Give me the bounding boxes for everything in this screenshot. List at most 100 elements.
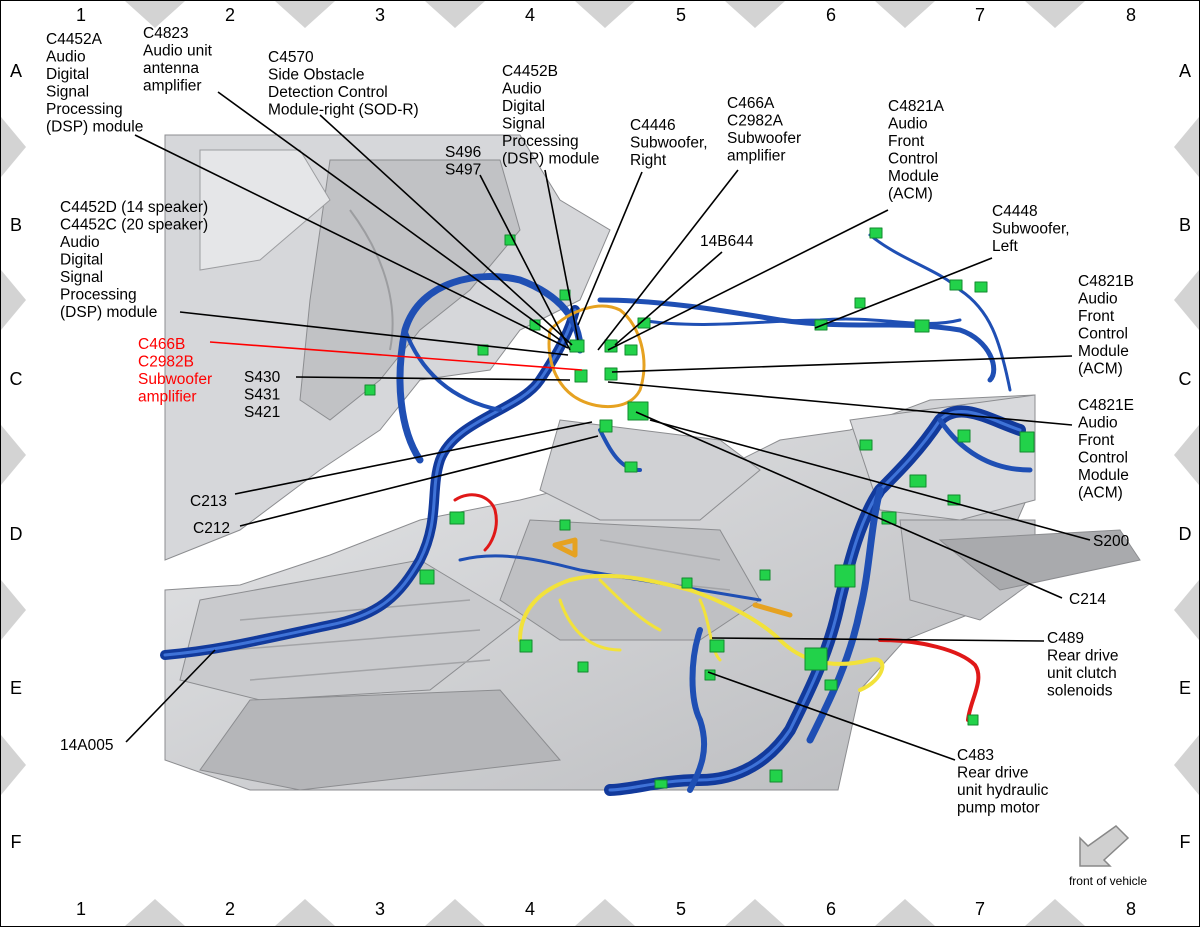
grid-column-label-bottom: 5 xyxy=(676,899,686,919)
callout-line: C4452B xyxy=(502,63,558,80)
leader-c4821b xyxy=(611,355,1073,373)
grid-row-label-left: A xyxy=(10,61,22,81)
callout-14a005: 14A005 xyxy=(60,737,113,754)
callout-line: C4446 xyxy=(630,117,676,134)
grid-column-label-bottom: 3 xyxy=(375,899,385,919)
grid-column-label-top: 4 xyxy=(525,5,535,25)
border-triangle-bottom-6 xyxy=(1025,899,1085,926)
callout-line: solenoids xyxy=(1047,683,1113,700)
grid-column-label-top: 6 xyxy=(826,5,836,25)
callout-line: (ACM) xyxy=(1078,485,1123,502)
grid-column-label-bottom: 4 xyxy=(525,899,535,919)
callout-line: Audio xyxy=(502,81,542,98)
border-triangle-bottom-2 xyxy=(425,899,485,926)
border-triangle-top-6 xyxy=(1025,1,1085,28)
callout-line: Subwoofer, xyxy=(992,221,1070,238)
callout-line: (ACM) xyxy=(888,186,933,203)
callout-line: C4452A xyxy=(46,31,103,48)
callout-line: C4448 xyxy=(992,203,1038,220)
callout-line: C489 xyxy=(1047,630,1084,647)
grid-row-label-left: E xyxy=(10,678,22,698)
callout-line: 14B644 xyxy=(700,233,754,250)
callout-line: C466A xyxy=(727,95,775,112)
callout-c4452d: C4452D (14 speaker)C4452C (20 speaker)Au… xyxy=(60,199,208,321)
callout-line: Module xyxy=(1078,467,1129,484)
callout-line: 14A005 xyxy=(60,737,113,754)
callout-line: Control xyxy=(1078,450,1128,467)
callout-line: Signal xyxy=(502,116,545,133)
callout-s200: S200 xyxy=(1093,533,1130,550)
callout-line: (ACM) xyxy=(1078,361,1123,378)
callout-line: C2982B xyxy=(138,354,194,371)
grid-row-label-left: D xyxy=(10,524,23,544)
harness-orange xyxy=(547,304,646,409)
leader-s430 xyxy=(295,376,571,381)
callout-line: C212 xyxy=(193,520,230,537)
grid-column-label-top: 5 xyxy=(676,5,686,25)
callout-c214: C214 xyxy=(1069,591,1106,608)
border-triangle-right-2 xyxy=(1174,425,1199,485)
callout-line: Audio xyxy=(1078,415,1118,432)
leader-c212 xyxy=(239,435,599,527)
callout-line: S496 xyxy=(445,144,481,161)
leader-c4452b xyxy=(544,169,579,341)
grid-column-label-bottom: 8 xyxy=(1126,899,1136,919)
callout-line: amplifier xyxy=(143,78,202,95)
harness-red xyxy=(453,493,498,552)
border-triangle-top-1 xyxy=(275,1,335,28)
leader-c4823 xyxy=(217,91,561,341)
border-triangle-right-1 xyxy=(1174,270,1199,330)
leader-c4821a xyxy=(607,209,889,351)
border-triangle-left-1 xyxy=(1,270,26,330)
grid-column-label-top: 3 xyxy=(375,5,385,25)
border-triangle-right-4 xyxy=(1174,735,1199,795)
callout-line: Module-right (SOD-R) xyxy=(268,102,419,119)
callout-line: C4452C (20 speaker) xyxy=(60,217,208,234)
callout-c212: C212 xyxy=(193,520,230,537)
callout-line: C4821A xyxy=(888,98,945,115)
grid-row-label-right: C xyxy=(1179,369,1192,389)
callout-line: Detection Control xyxy=(268,84,388,101)
callout-line: Signal xyxy=(46,84,89,101)
border-triangle-bottom-1 xyxy=(275,899,335,926)
callout-line: C4452D (14 speaker) xyxy=(60,199,208,216)
callout-line: C2982A xyxy=(727,113,784,130)
callout-line: Processing xyxy=(502,133,579,150)
border-triangle-left-0 xyxy=(1,117,26,177)
callout-line: Module xyxy=(888,168,939,185)
front-arrow-icon xyxy=(1079,825,1130,867)
grid-row-label-left: C xyxy=(10,369,23,389)
grid-column-label-top: 2 xyxy=(225,5,235,25)
border-triangle-bottom-0 xyxy=(125,899,185,926)
grid-column-label-top: 7 xyxy=(975,5,985,25)
grid-column-label-bottom: 7 xyxy=(975,899,985,919)
grid-row-label-left: B xyxy=(10,215,22,235)
callout-line: amplifier xyxy=(727,148,786,165)
border-triangle-top-3 xyxy=(575,1,635,28)
leader-s200 xyxy=(649,419,1091,541)
grid-row-label-right: F xyxy=(1180,832,1191,852)
leader-c4452d xyxy=(179,311,569,356)
callout-line: Subwoofer xyxy=(727,130,801,147)
callout-line: Processing xyxy=(46,101,123,118)
leader-c214 xyxy=(635,411,1063,599)
leader-14a005 xyxy=(125,649,216,743)
border-triangle-bottom-5 xyxy=(875,899,935,926)
border-triangle-bottom-4 xyxy=(725,899,785,926)
border-triangle-top-4 xyxy=(725,1,785,28)
grid-row-label-right: E xyxy=(1179,678,1191,698)
leader-lines xyxy=(125,91,1091,761)
leader-s496 xyxy=(479,174,571,351)
callout-line: Digital xyxy=(502,98,545,115)
callout-line: S421 xyxy=(244,404,280,421)
leader-c4452a xyxy=(134,134,569,349)
